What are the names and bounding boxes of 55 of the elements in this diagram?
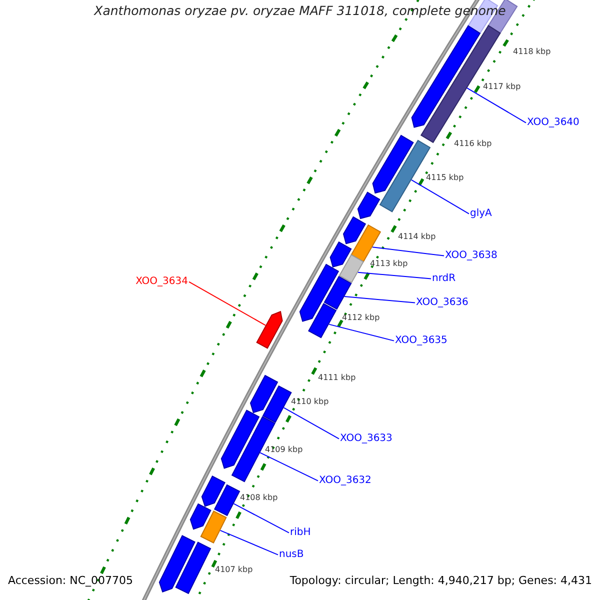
gene-block: [357, 192, 380, 220]
scale-label: 4112 kbp: [342, 313, 380, 322]
leader-line: [233, 503, 290, 534]
gene-label: ribH: [290, 527, 311, 538]
leader-line: [220, 530, 278, 556]
leader-line: [372, 246, 444, 256]
leader-line: [411, 179, 470, 214]
genome-info-text: Topology: circular; Length: 4,940,217 bp; Genes: 4,431: [290, 575, 592, 588]
gene-label: XOO_3633: [340, 433, 392, 444]
scale-label: 4117 kbp: [483, 82, 521, 92]
gene-label: XOO_3640: [527, 117, 580, 128]
leader-line: [358, 272, 432, 280]
scale-label: 4115 kbp: [426, 173, 464, 182]
leader-line: [188, 281, 266, 326]
gene-block: [256, 310, 283, 349]
scale-label: 4114 kbp: [398, 232, 436, 242]
gene-block: [330, 241, 352, 268]
gene-label: nrdR: [432, 273, 456, 284]
gene-block: [250, 374, 278, 414]
leader-line: [344, 296, 416, 304]
leader-line: [283, 407, 340, 440]
gene-label: XOO_3636: [416, 297, 468, 308]
accession-text: Accession: NC_007705: [8, 575, 134, 588]
gene-label: XOO_3634: [136, 276, 188, 288]
gene-block: [372, 134, 414, 194]
leader-line: [466, 87, 526, 124]
gene-block: [190, 503, 212, 530]
gene-block: [324, 276, 352, 310]
gene-block: [308, 303, 337, 338]
gene-block: [200, 510, 227, 544]
map-title: Xanthomonas oryzae pv. oryzae MAFF 311018, complete genome: [94, 3, 506, 18]
scale-label: 4110 kbp: [291, 397, 329, 406]
scale-label: 4108 kbp: [240, 493, 278, 502]
leader-line: [260, 452, 318, 482]
gene-label: nusB: [279, 549, 304, 560]
gene-block: [262, 385, 292, 423]
gene-label: glyA: [470, 208, 492, 220]
scale-label: 4107 kbp: [215, 565, 253, 574]
scale-label: 4111 kbp: [318, 373, 356, 382]
scale-label: 4109 kbp: [265, 445, 303, 454]
gene-block: [201, 476, 226, 507]
leader-line: [328, 324, 394, 342]
gene-label: XOO_3632: [319, 475, 372, 486]
scale-label: 4113 kbp: [370, 259, 408, 268]
gene-block: [214, 484, 240, 516]
gene-block: [338, 254, 364, 284]
gene-block: [411, 25, 481, 128]
gene-block: [158, 535, 196, 592]
scale-label: 4118 kbp: [513, 47, 551, 56]
gene-block: [175, 542, 212, 594]
scale-label: 4116 kbp: [454, 139, 492, 148]
gene-label: XOO_3635: [395, 335, 448, 346]
gene-block: [342, 216, 366, 244]
gene-label: XOO_3638: [445, 250, 498, 262]
gene-block: [220, 410, 260, 469]
